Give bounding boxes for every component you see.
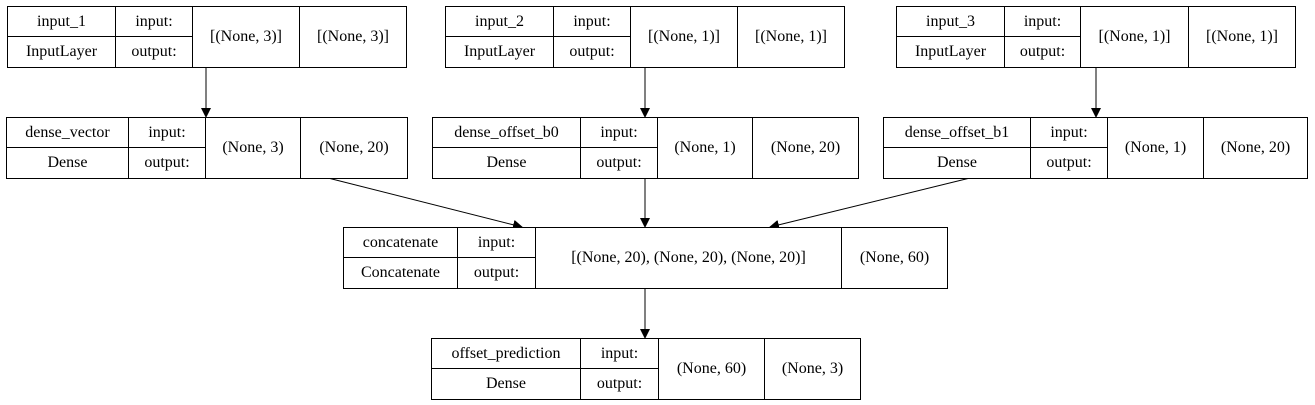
input-shape: [(None, 1)]: [631, 7, 738, 67]
output-label: output:: [129, 148, 206, 178]
input-shape: (None, 1): [658, 118, 753, 178]
edge-dense_vector-to-concatenate: [327, 177, 523, 230]
input-label: input:: [1005, 7, 1081, 37]
input-label: input:: [116, 7, 193, 37]
output-label: output:: [116, 37, 193, 67]
input-label: input:: [458, 228, 536, 258]
node-input_1: input_1 InputLayer input: output: [(None…: [7, 6, 407, 68]
node-input_3: input_3 InputLayer input: output: [(None…: [896, 6, 1296, 68]
node-concatenate: concatenate Concatenate input: output: […: [343, 227, 948, 289]
output-shape: [(None, 1)]: [755, 28, 827, 45]
input-shape: [(None, 1)]: [1081, 7, 1189, 67]
layer-name: dense_vector: [7, 118, 129, 148]
node-offset_prediction: offset_prediction Dense input: output: (…: [431, 338, 861, 400]
layer-name: offset_prediction: [432, 339, 581, 369]
node-dense_offset_b0: dense_offset_b0 Dense input: output: (No…: [432, 117, 859, 179]
output-label: output:: [1031, 148, 1108, 178]
input-label: input:: [554, 7, 631, 37]
layer-type: InputLayer: [897, 37, 1005, 67]
input-shape: [(None, 3)]: [193, 7, 300, 67]
layer-name: concatenate: [344, 228, 458, 258]
output-shape: [(None, 1)]: [1206, 28, 1278, 45]
output-shape: (None, 3): [781, 360, 844, 377]
output-label: output:: [581, 148, 658, 178]
layer-name: dense_offset_b1: [884, 118, 1031, 148]
output-shape: [(None, 3)]: [317, 28, 389, 45]
layer-name: input_1: [8, 7, 116, 37]
input-shape: (None, 3): [206, 118, 301, 178]
node-dense_vector: dense_vector Dense input: output: (None,…: [6, 117, 408, 179]
layer-type: Dense: [433, 148, 581, 178]
layer-type: InputLayer: [8, 37, 116, 67]
output-label: output:: [1005, 37, 1081, 67]
layer-type: Concatenate: [344, 258, 458, 288]
output-label: output:: [554, 37, 631, 67]
layer-type: Dense: [884, 148, 1031, 178]
edge-dense_offset_b1-to-concatenate: [769, 177, 971, 230]
layer-name: input_2: [446, 7, 554, 37]
layer-type: Dense: [7, 148, 129, 178]
output-label: output:: [458, 258, 536, 288]
layer-name: dense_offset_b0: [433, 118, 581, 148]
input-shape: (None, 60): [659, 339, 765, 399]
input-shape: (None, 1): [1108, 118, 1204, 178]
output-shape: (None, 60): [859, 249, 930, 266]
node-dense_offset_b1: dense_offset_b1 Dense input: output: (No…: [883, 117, 1308, 179]
output-shape: (None, 20): [1220, 139, 1291, 156]
layer-type: InputLayer: [446, 37, 554, 67]
layer-type: Dense: [432, 369, 581, 399]
output-label: output:: [581, 369, 659, 399]
layer-name: input_3: [897, 7, 1005, 37]
input-shape: [(None, 20), (None, 20), (None, 20)]: [536, 228, 842, 288]
input-label: input:: [1031, 118, 1108, 148]
node-input_2: input_2 InputLayer input: output: [(None…: [445, 6, 845, 68]
output-shape: (None, 20): [770, 139, 841, 156]
input-label: input:: [581, 339, 659, 369]
input-label: input:: [581, 118, 658, 148]
output-shape: (None, 20): [319, 139, 389, 156]
input-label: input:: [129, 118, 206, 148]
